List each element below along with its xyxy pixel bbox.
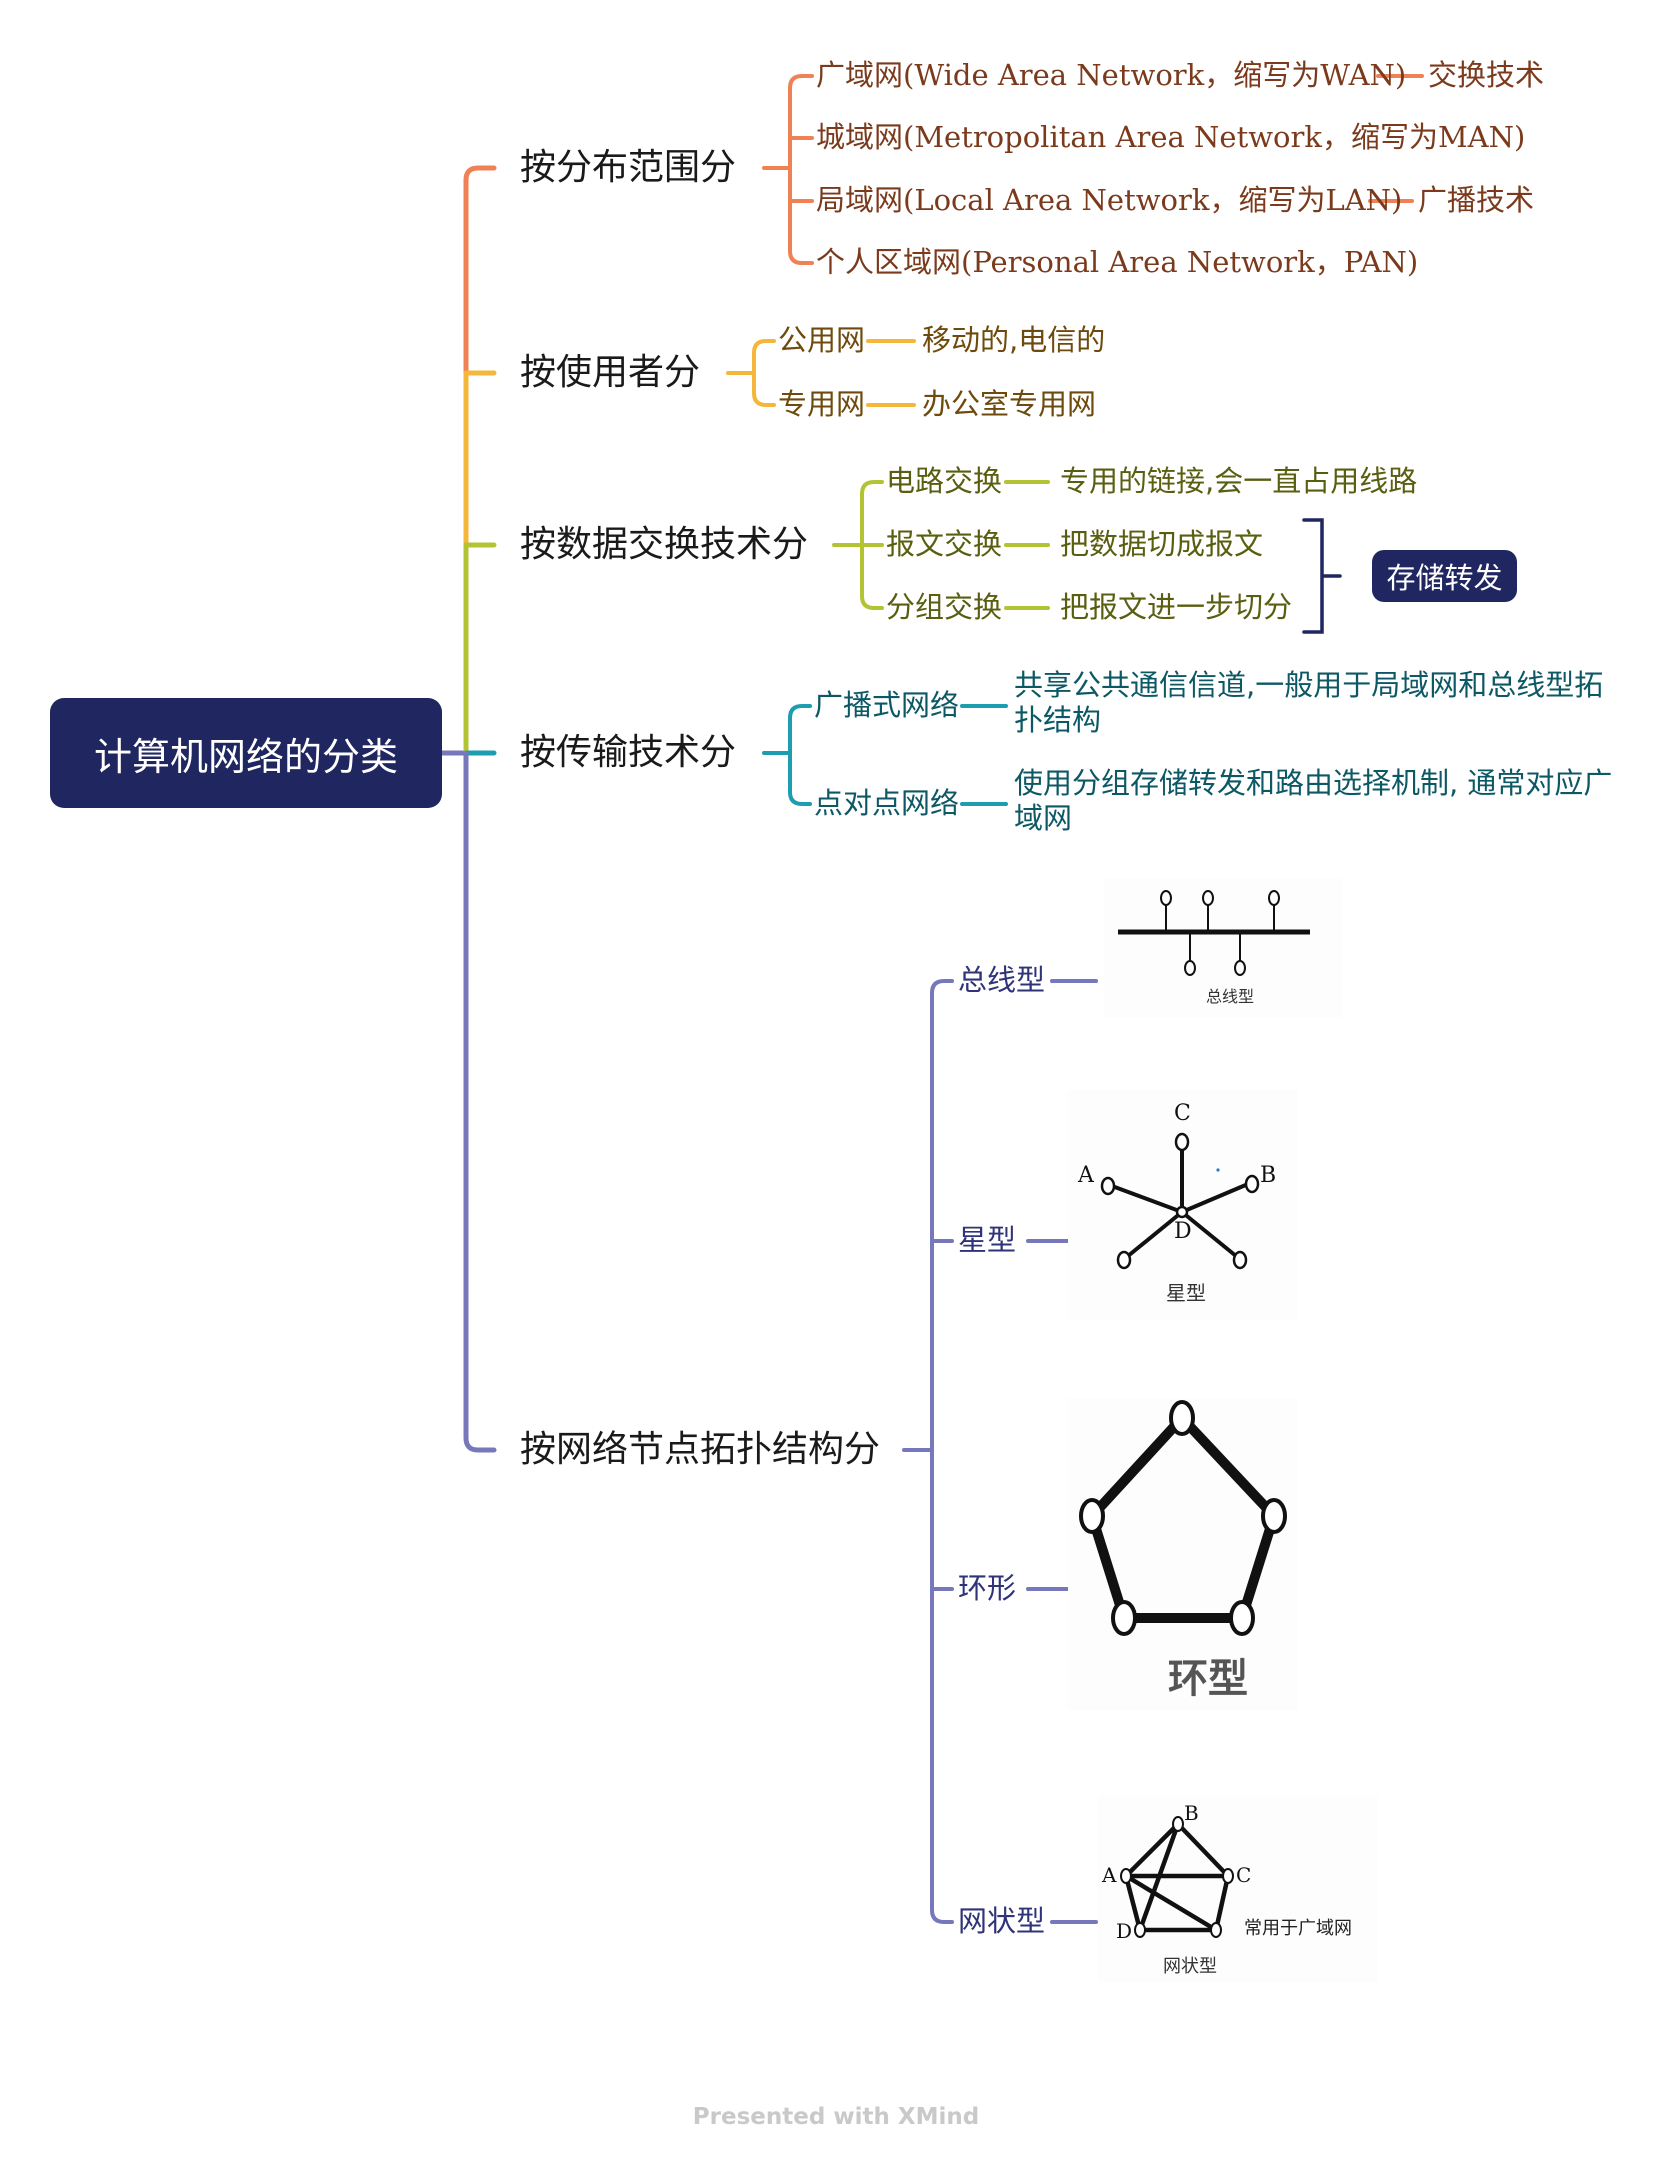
mesh-topology-diagram: B A C D 网状型 常用于广域网	[1101, 1801, 1352, 1977]
ring-topology-diagram: 环型	[1079, 1400, 1287, 1702]
branch-topology[interactable]: 按网络节点拓扑结构分	[520, 1429, 881, 1470]
switch-item-packet[interactable]: 分组交换	[886, 590, 1003, 624]
topology-item-ring[interactable]: 环形	[958, 1571, 1017, 1605]
bus-topology-diagram: 总线型	[1118, 890, 1310, 1006]
range-item-pan[interactable]: 个人区域网(Personal Area Network，PAN)	[816, 245, 1419, 279]
switch-item-packet-note[interactable]: 把报文进一步切分	[1060, 590, 1293, 624]
mesh-caption: 网状型	[1163, 1956, 1217, 1977]
user-item-private[interactable]: 专用网	[778, 387, 866, 421]
range-item-man[interactable]: 城域网(Metropolitan Area Network，缩写为MAN)	[816, 120, 1526, 154]
transmission-item-broadcast-note[interactable]: 共享公共通信信道,一般用于局域网和总线型拓扑结构	[1014, 668, 1604, 737]
ring-topology-image: 环型	[1068, 1398, 1298, 1710]
switch-item-message[interactable]: 报文交换	[886, 527, 1003, 561]
transmission-item-p2p[interactable]: 点对点网络	[814, 786, 960, 820]
star-node-d: D	[1174, 1219, 1192, 1244]
mesh-note: 常用于广域网	[1244, 1918, 1352, 1939]
bus-caption: 总线型	[1206, 987, 1254, 1006]
star-node-a: A	[1077, 1163, 1095, 1188]
root-topic[interactable]: 计算机网络的分类	[50, 698, 442, 808]
store-and-forward-summary[interactable]: 存储转发	[1372, 550, 1517, 602]
branch-switching[interactable]: 按数据交换技术分	[520, 524, 809, 565]
branch-range[interactable]: 按分布范围分	[520, 147, 737, 188]
range-item-wan[interactable]: 广域网(Wide Area Network，缩写为WAN)	[816, 58, 1407, 92]
mesh-node-b: B	[1184, 1801, 1199, 1825]
mesh-node-c: C	[1236, 1863, 1251, 1887]
transmission-item-p2p-note[interactable]: 使用分组存储转发和路由选择机制, 通常对应广域网	[1014, 766, 1613, 835]
topology-item-mesh[interactable]: 网状型	[958, 1904, 1046, 1938]
topology-item-bus[interactable]: 总线型	[958, 963, 1046, 997]
mesh-node-d: D	[1116, 1919, 1132, 1943]
range-item-wan-note[interactable]: 交换技术	[1428, 58, 1545, 92]
store-and-forward-label: 存储转发	[1386, 561, 1503, 595]
switch-item-circuit-note[interactable]: 专用的链接,会一直占用线路	[1060, 464, 1418, 498]
mesh-topology-image: B A C D 网状型 常用于广域网	[1098, 1796, 1378, 1982]
range-item-lan[interactable]: 局域网(Local Area Network，缩写为LAN)	[816, 183, 1403, 217]
branch-user[interactable]: 按使用者分	[520, 352, 701, 393]
bus-topology-image: 总线型	[1104, 878, 1342, 1018]
root-topic-label: 计算机网络的分类	[93, 734, 398, 779]
user-item-public[interactable]: 公用网	[778, 323, 866, 357]
star-topology-image: C A B D 星型	[1068, 1090, 1298, 1320]
range-item-lan-note[interactable]: 广播技术	[1418, 183, 1535, 217]
star-caption: 星型	[1166, 1281, 1206, 1305]
topology-item-star[interactable]: 星型	[958, 1223, 1017, 1257]
user-item-private-note[interactable]: 办公室专用网	[922, 387, 1097, 421]
switch-item-circuit[interactable]: 电路交换	[886, 464, 1003, 498]
mesh-node-a: A	[1101, 1863, 1117, 1887]
switch-item-message-note[interactable]: 把数据切成报文	[1060, 527, 1264, 561]
branch-transmission[interactable]: 按传输技术分	[520, 732, 737, 773]
footer-credit: Presented with XMind	[692, 2104, 980, 2130]
ring-caption: 环型	[1168, 1655, 1248, 1702]
transmission-item-broadcast[interactable]: 广播式网络	[814, 688, 960, 722]
star-node-b: B	[1260, 1163, 1276, 1188]
user-item-public-note[interactable]: 移动的,电信的	[922, 323, 1106, 357]
star-topology-diagram: C A B D 星型	[1077, 1101, 1276, 1305]
star-node-c: C	[1174, 1101, 1191, 1126]
